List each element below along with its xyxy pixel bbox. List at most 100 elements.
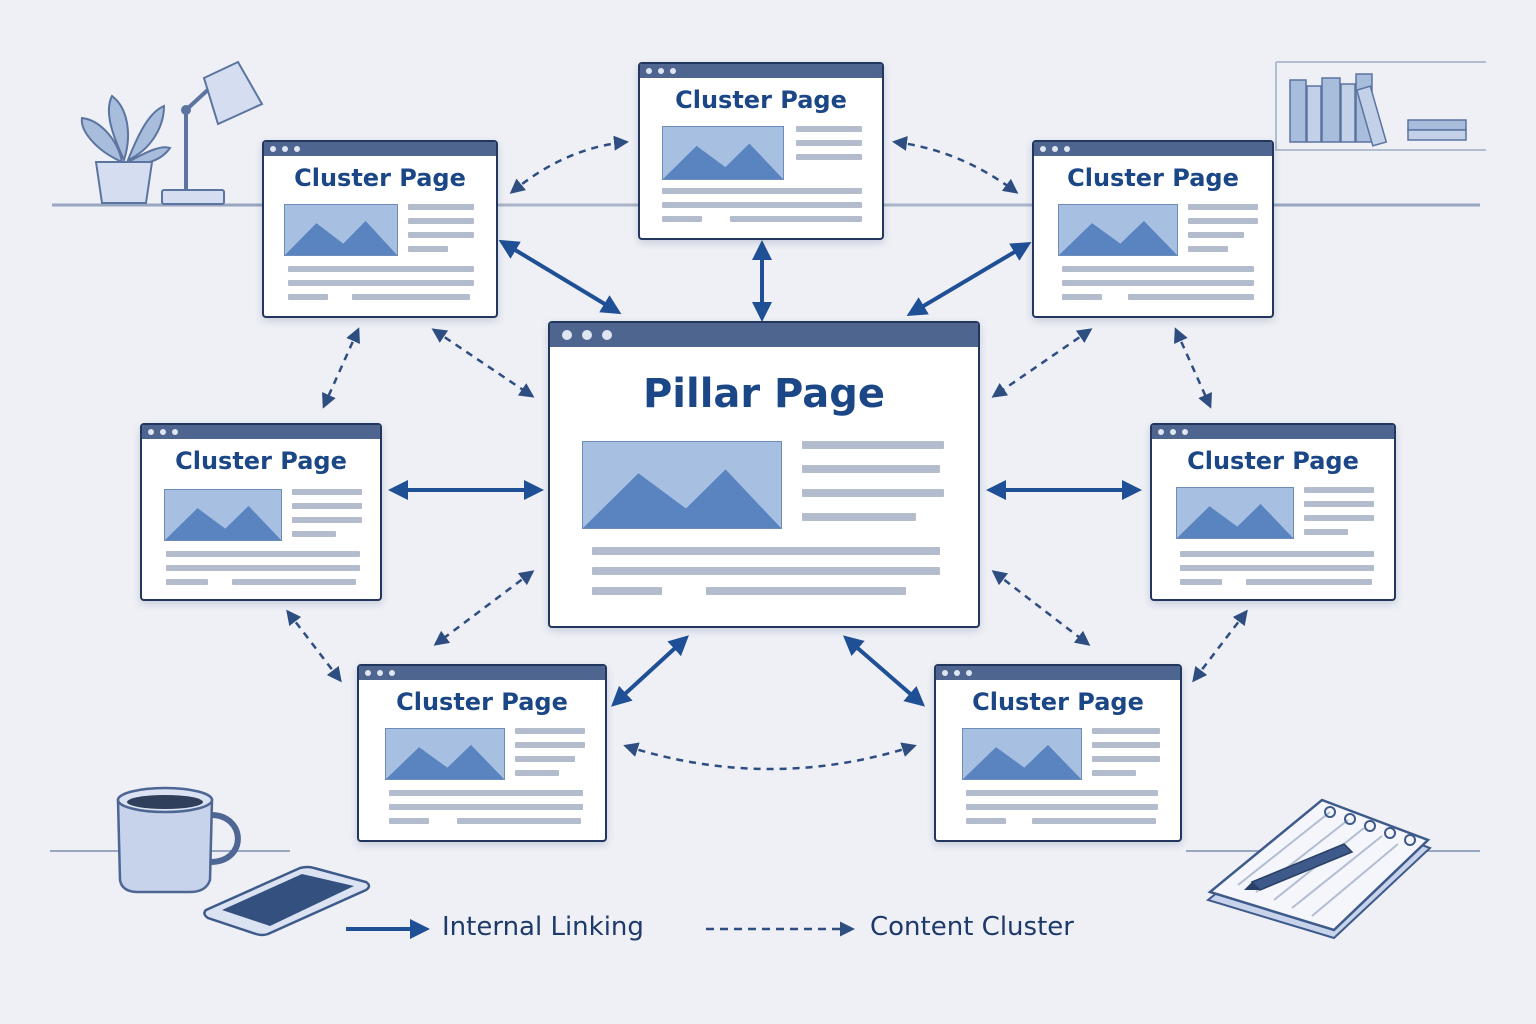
text-line (288, 280, 474, 286)
text-line (802, 489, 944, 497)
text-line (1304, 529, 1348, 535)
text-line (1246, 579, 1372, 585)
text-line (662, 202, 862, 208)
text-line (1188, 218, 1258, 224)
window-dot-icon (282, 146, 288, 152)
text-line (802, 441, 944, 449)
text-line (457, 818, 581, 824)
text-line (292, 517, 362, 523)
image-placeholder-icon (1058, 204, 1178, 256)
text-line (966, 804, 1158, 810)
internal-link-arrow (906, 241, 1032, 317)
text-line (592, 547, 940, 555)
text-line (166, 565, 360, 571)
window-dot-icon (1158, 429, 1164, 435)
text-line (1092, 770, 1136, 776)
text-line (389, 790, 583, 796)
window-dot-icon (1170, 429, 1176, 435)
text-line (966, 790, 1158, 796)
window-dot-icon (670, 68, 676, 74)
content-cluster-arrow (509, 135, 629, 194)
window-titlebar (1152, 425, 1394, 439)
cluster-page-title: Cluster Page (675, 86, 847, 114)
text-line (352, 294, 470, 300)
text-line (166, 551, 360, 557)
desk-lamp-icon (161, 60, 264, 205)
window-dot-icon (582, 330, 592, 340)
content-cluster-arrow (433, 570, 535, 646)
text-line (1304, 515, 1374, 521)
pen-icon (1244, 843, 1354, 891)
text-line (515, 742, 585, 748)
window-dot-icon (160, 429, 166, 435)
text-line (1188, 204, 1258, 210)
internal-link-arrow (498, 239, 622, 315)
window-dot-icon (1182, 429, 1188, 435)
text-line (389, 804, 583, 810)
window-titlebar (359, 666, 605, 680)
text-line (1032, 818, 1156, 824)
text-line (730, 216, 862, 222)
content-cluster-arrow (892, 136, 1019, 194)
window-dot-icon (172, 429, 178, 435)
content-cluster-arrow (431, 328, 535, 398)
content-cluster-arrow (623, 742, 917, 771)
window-dot-icon (1052, 146, 1058, 152)
smartphone-icon (203, 865, 371, 937)
text-line (408, 232, 474, 238)
text-line (1188, 232, 1244, 238)
text-line (292, 531, 336, 537)
text-line (1180, 551, 1374, 557)
image-placeholder-icon (164, 489, 282, 541)
cluster-page-title: Cluster Page (1187, 447, 1359, 475)
text-line (232, 579, 356, 585)
window-dot-icon (954, 670, 960, 676)
window-titlebar (264, 142, 496, 156)
cluster-page-title: Cluster Page (972, 688, 1144, 716)
legend-internal-linking-label: Internal Linking (442, 912, 644, 942)
text-line (592, 587, 662, 595)
plant-icon (80, 94, 172, 204)
window-titlebar (1034, 142, 1272, 156)
text-line (796, 154, 862, 160)
window-titlebar (142, 425, 380, 439)
text-line (292, 489, 362, 495)
image-placeholder-icon (385, 728, 505, 780)
text-line (802, 465, 940, 473)
window-dot-icon (270, 146, 276, 152)
window-dot-icon (562, 330, 572, 340)
text-line (389, 818, 429, 824)
window-dot-icon (365, 670, 371, 676)
text-line (515, 728, 585, 734)
text-line (515, 770, 559, 776)
content-cluster-arrow (991, 570, 1091, 646)
text-line (1180, 565, 1374, 571)
text-line (1188, 246, 1228, 252)
window-titlebar (550, 323, 978, 347)
text-line (408, 246, 448, 252)
text-line (166, 579, 208, 585)
internal-link-arrow (842, 635, 926, 707)
text-line (662, 216, 702, 222)
window-titlebar (640, 64, 882, 78)
cluster-page-card: Cluster Page (1150, 423, 1396, 601)
text-line (966, 818, 1006, 824)
text-line (1062, 294, 1102, 300)
text-line (408, 204, 474, 210)
cluster-page-title: Cluster Page (294, 164, 466, 192)
image-placeholder-icon (582, 441, 782, 529)
cluster-page-title: Cluster Page (396, 688, 568, 716)
legend-content-cluster-label: Content Cluster (870, 912, 1074, 942)
cluster-page-card: Cluster Page (1032, 140, 1274, 318)
cluster-page-card: Cluster Page (638, 62, 884, 240)
cluster-page-card: Cluster Page (357, 664, 607, 842)
text-line (1092, 742, 1160, 748)
cluster-page-card: Cluster Page (140, 423, 382, 601)
text-line (1180, 579, 1222, 585)
window-titlebar (936, 666, 1180, 680)
window-dot-icon (646, 68, 652, 74)
window-dot-icon (942, 670, 948, 676)
text-line (292, 503, 362, 509)
